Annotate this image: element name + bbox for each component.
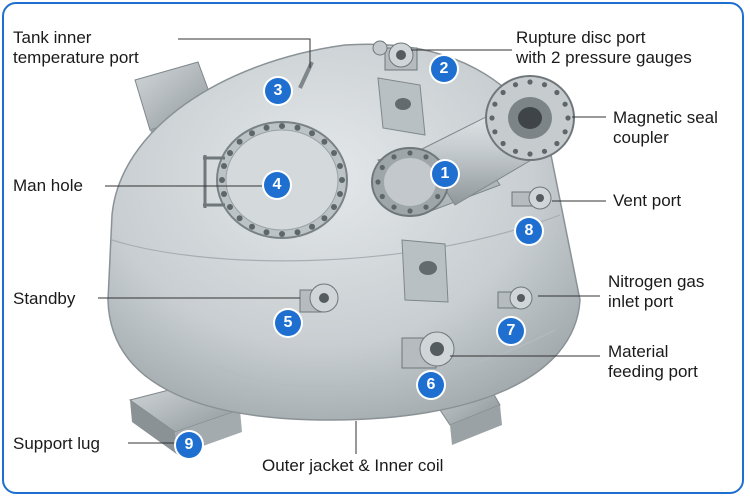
label-magnetic-seal-coupler: Magnetic seal coupler (613, 108, 718, 148)
bolt (541, 82, 548, 88)
material-feeding-nozzle (401, 331, 455, 369)
label-support-lug: Support lug (13, 434, 100, 453)
nitrogen-inlet-nozzle (497, 286, 533, 310)
bolt (379, 164, 385, 171)
bolt (331, 204, 337, 210)
bolt (249, 223, 255, 230)
bolt (236, 138, 243, 145)
bolt (565, 115, 571, 121)
label-outer-jacket-inner-coil: Outer jacket & Inner coil (262, 456, 444, 475)
bolt (562, 101, 568, 107)
badge-7: 7 (498, 318, 524, 344)
label-line: temperature port (13, 48, 139, 67)
label-line: Material (608, 342, 669, 361)
vent-port-nozzle (511, 186, 552, 210)
bolt (263, 229, 270, 236)
bolt (423, 154, 429, 160)
bolt (339, 177, 345, 183)
bolt (279, 231, 285, 237)
bolt (407, 150, 413, 156)
bolt (435, 193, 441, 200)
badge-2: 2 (431, 56, 457, 82)
coupler-bolts (375, 79, 571, 214)
bolt (221, 163, 227, 169)
bolt (492, 101, 498, 107)
bolt (321, 138, 328, 145)
rupture-disc-nozzle (372, 40, 418, 71)
bolt (294, 229, 301, 236)
leader-lines (98, 38, 606, 454)
bolt (236, 215, 243, 222)
bolt (554, 89, 560, 96)
label-line: with 2 pressure gauges (516, 48, 692, 67)
label-material-feeding-port: Material feeding port (608, 342, 698, 382)
label-line: inlet port (608, 292, 674, 311)
bolt (279, 123, 285, 129)
bolt (294, 124, 301, 131)
bolt (337, 163, 343, 169)
standby-nozzle (299, 283, 339, 313)
bolt (221, 191, 227, 197)
bolt (375, 179, 381, 185)
bolt (512, 82, 519, 88)
bolt (249, 130, 255, 137)
label-line: Tank inner (13, 28, 92, 47)
bolt (423, 204, 429, 210)
label-line: coupler (613, 128, 669, 147)
bolt (309, 223, 315, 230)
label-line: Rupture disc port (516, 28, 646, 47)
bolt (512, 148, 519, 154)
label-line: feeding port (608, 362, 698, 381)
bolt (554, 140, 560, 147)
label-line: Magnetic seal (613, 108, 718, 127)
bolt (219, 177, 225, 183)
bolt (527, 151, 533, 157)
badge-5: 5 (275, 310, 301, 336)
bolt (492, 129, 498, 135)
label-rupture-disc-port: Rupture disc port with 2 pressure gauges (516, 28, 692, 68)
badge-6: 6 (418, 372, 444, 398)
label-nitrogen-gas-inlet-port: Nitrogen gas inlet port (608, 272, 704, 312)
border-frame (2, 2, 744, 494)
manhole-bolts (219, 123, 345, 237)
label-tank-inner-temperature-port: Tank inner temperature port (13, 28, 139, 68)
bolt (391, 154, 397, 160)
badge-3: 3 (265, 78, 291, 104)
bolt (562, 129, 568, 135)
label-vent-port: Vent port (613, 191, 682, 210)
bolt (331, 150, 337, 156)
badge-1: 1 (432, 161, 458, 187)
bolt (227, 150, 233, 156)
bolt (500, 140, 506, 147)
bolt (407, 208, 413, 214)
bolt (541, 148, 548, 154)
label-line: Nitrogen gas (608, 272, 705, 291)
bolt (227, 204, 233, 210)
bolt (489, 115, 495, 121)
badge-8: 8 (516, 218, 542, 244)
lifting-lugs (377, 77, 449, 303)
bolt (391, 204, 397, 210)
bolt (379, 193, 385, 200)
label-standby: Standby (13, 289, 76, 308)
badge-9: 9 (176, 432, 202, 458)
bolt (500, 89, 506, 96)
bolt (321, 215, 328, 222)
badge-4: 4 (264, 172, 290, 198)
bolt (337, 191, 343, 197)
bolt (263, 124, 270, 131)
bolt (309, 130, 315, 137)
bolt (527, 79, 533, 85)
label-man-hole: Man hole (13, 176, 83, 195)
